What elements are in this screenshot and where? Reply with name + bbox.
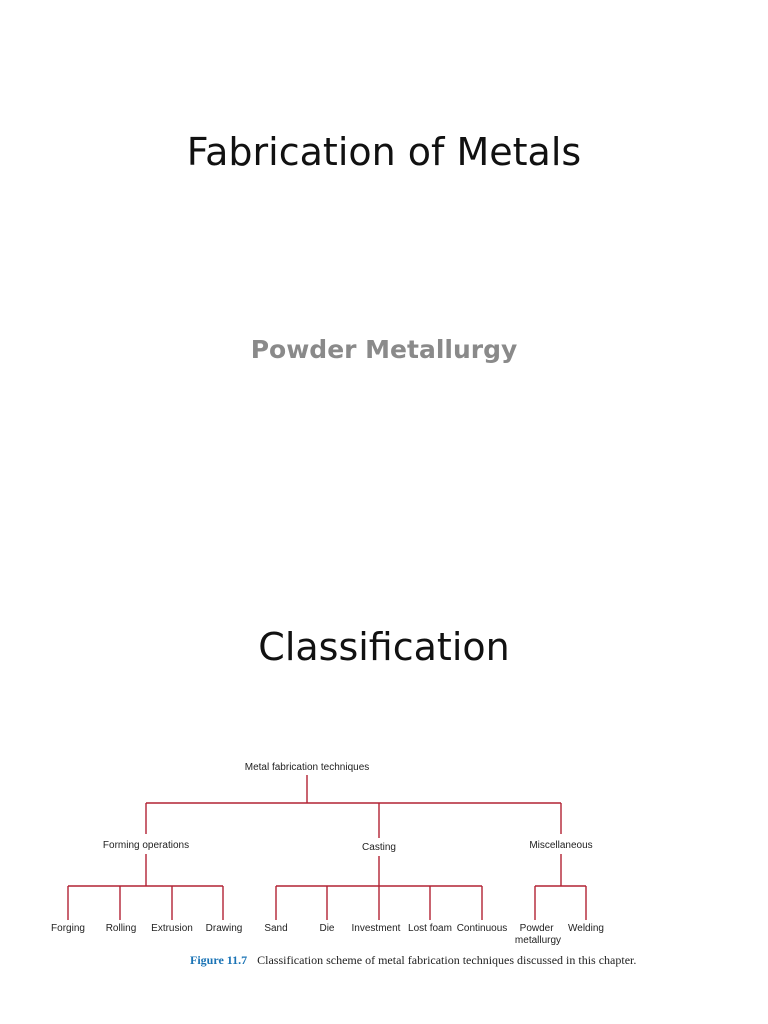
node-die: Die bbox=[319, 923, 334, 934]
figure-caption: Figure 11.7 Classification scheme of meta… bbox=[190, 953, 636, 968]
node-root: Metal fabrication techniques bbox=[245, 762, 370, 773]
node-investment: Investment bbox=[352, 923, 401, 934]
slide-title-fabrication: Fabrication of Metals bbox=[186, 130, 582, 174]
node-miscellaneous: Miscellaneous bbox=[529, 840, 592, 851]
node-lost-foam: Lost foam bbox=[408, 923, 452, 934]
slide-subtitle-powder-metallurgy: Powder Metallurgy bbox=[250, 335, 518, 364]
node-welding: Welding bbox=[568, 923, 604, 934]
figure-caption-text: Classification scheme of metal fabricati… bbox=[257, 953, 637, 967]
slide-title-classification: Classification bbox=[258, 625, 510, 669]
node-continuous: Continuous bbox=[457, 923, 508, 934]
node-forging: Forging bbox=[51, 923, 85, 934]
node-casting: Casting bbox=[362, 842, 396, 853]
node-forming-operations: Forming operations bbox=[103, 840, 189, 851]
node-extrusion: Extrusion bbox=[151, 923, 193, 934]
node-rolling: Rolling bbox=[106, 923, 137, 934]
node-drawing: Drawing bbox=[206, 923, 243, 934]
node-sand: Sand bbox=[264, 923, 287, 934]
node-powder-metallurgy: Powder metallurgy bbox=[515, 923, 561, 946]
tree-connectors bbox=[67, 775, 587, 920]
figure-number: Figure 11.7 bbox=[190, 953, 248, 967]
